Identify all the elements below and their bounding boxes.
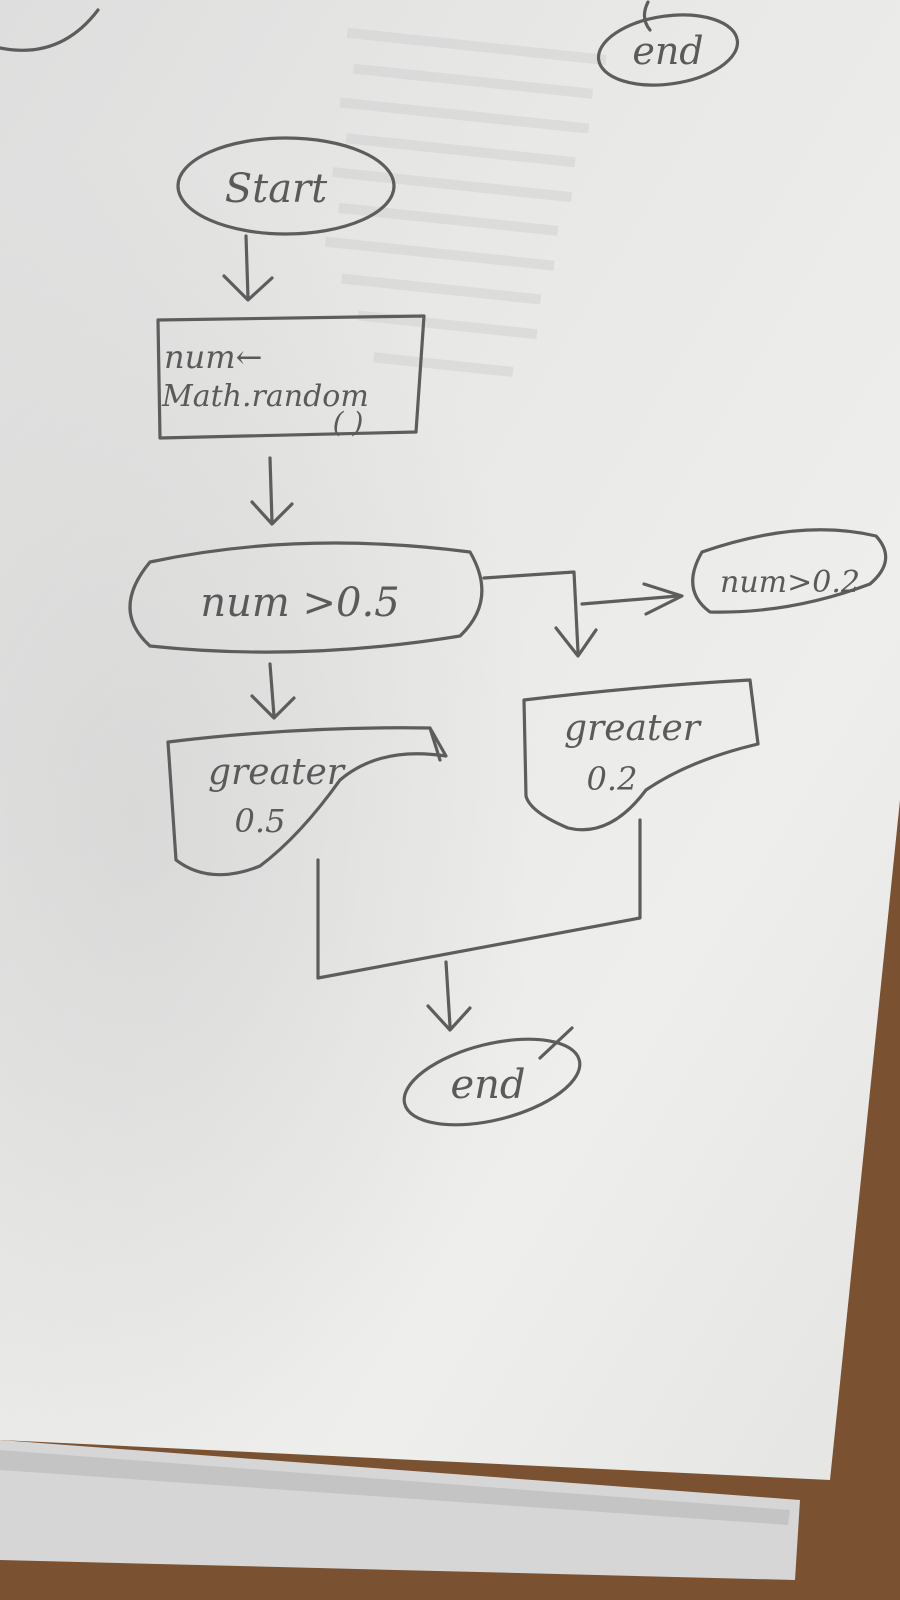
output-right-node: greater 0.2	[522, 678, 760, 832]
paper-shadow	[0, 0, 900, 1480]
assign-line-1: num←	[164, 338, 262, 376]
assign-line-2: Math.random	[161, 379, 369, 414]
output-left-line-1: greater	[208, 752, 346, 793]
arrow-merge-to-end	[426, 960, 472, 1032]
output-right-line-2: 0.2	[587, 760, 638, 798]
decision-node: num >0.5	[128, 541, 484, 654]
end-node-top: end	[596, 0, 740, 87]
connector-decision-right	[482, 570, 684, 658]
assign-node: num← Math.random ( )	[156, 314, 426, 440]
merge-connector	[316, 818, 642, 980]
output-left-node: greater 0.5	[166, 726, 448, 877]
end-node: end	[402, 1026, 582, 1127]
decision-node-label: num >0.5	[200, 580, 399, 626]
output-left-line-2: 0.5	[235, 802, 286, 840]
start-node-label: Start	[225, 166, 328, 212]
side-decision-label: num>0.2	[720, 565, 860, 600]
arrow-decision-to-left-output	[250, 662, 296, 720]
assign-line-3: ( )	[333, 406, 364, 439]
start-node: Start	[176, 136, 396, 236]
partial-node-topleft	[0, 8, 100, 52]
show-through-text	[324, 27, 607, 377]
end-node-top-label: end	[632, 29, 703, 73]
paper-stack-line	[0, 1450, 790, 1525]
output-right-line-1: greater	[564, 708, 702, 749]
arrow-start-to-assign	[222, 234, 274, 302]
end-node-label: end	[450, 1062, 525, 1108]
arrow-assign-to-decision	[250, 456, 294, 526]
side-decision-node: num>0.2	[691, 528, 888, 614]
